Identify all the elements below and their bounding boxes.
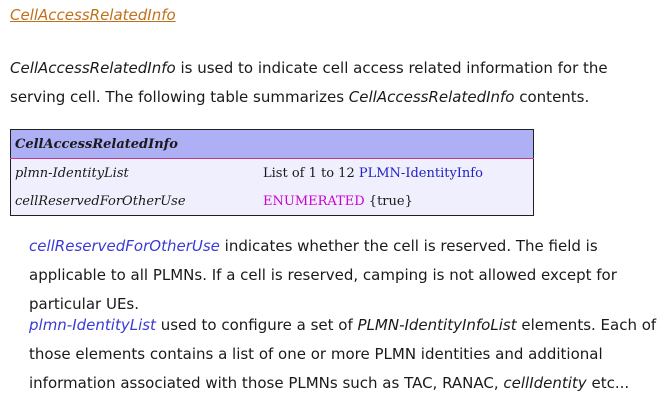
type-keyword-enumerated: ENUMERATED [263,193,365,209]
cell-reserved-link[interactable]: cellReservedForOtherUse [29,237,220,255]
field-type-plmn-identity-list: List of 1 to 12 PLMN-IdentityInfo [259,158,534,187]
table-row: cellReservedForOtherUse ENUMERATED {true… [10,187,534,216]
asn1-definition-table: CellAccessRelatedInfo plmn-IdentityList … [10,129,534,216]
type-prefix: List of 1 to 12 [263,165,359,181]
cell-reserved-description: cellReservedForOtherUse indicates whethe… [29,232,661,319]
table-row: plmn-IdentityList List of 1 to 12 PLMN-I… [10,158,534,187]
plmn-text-1: used to configure a set of [155,316,358,334]
intro-term-2: CellAccessRelatedInfo [348,88,515,106]
type-ref-plmn-identity-info[interactable]: PLMN-IdentityInfo [358,165,483,181]
section-heading-link[interactable]: CellAccessRelatedInfo [10,6,176,24]
plmn-term-2: cellIdentity [503,374,587,392]
field-name-cell-reserved: cellReservedForOtherUse [10,187,259,216]
plmn-text-2: elements. Each of those elements contain… [29,316,657,392]
field-type-cell-reserved: ENUMERATED {true} [259,187,534,216]
cell-reserved-text: indicates whether the cell is reserved. … [29,237,617,313]
table-header-row: CellAccessRelatedInfo [10,129,534,159]
intro-term: CellAccessRelatedInfo [10,59,176,77]
intro-text-1: is used to indicate cell access related … [10,59,608,106]
plmn-identity-list-description: plmn-IdentityList used to configure a se… [29,311,661,398]
plmn-text-3: etc... [586,374,630,392]
plmn-term: PLMN-IdentityInfoList [357,316,517,334]
table-header: CellAccessRelatedInfo [10,129,534,159]
plmn-identity-list-link[interactable]: plmn-IdentityList [29,316,156,334]
field-name-plmn-identity-list: plmn-IdentityList [10,158,259,187]
intro-paragraph: CellAccessRelatedInfo is used to indicat… [10,54,660,112]
type-suffix: {true} [364,193,413,209]
intro-text-2: contents. [514,88,590,106]
